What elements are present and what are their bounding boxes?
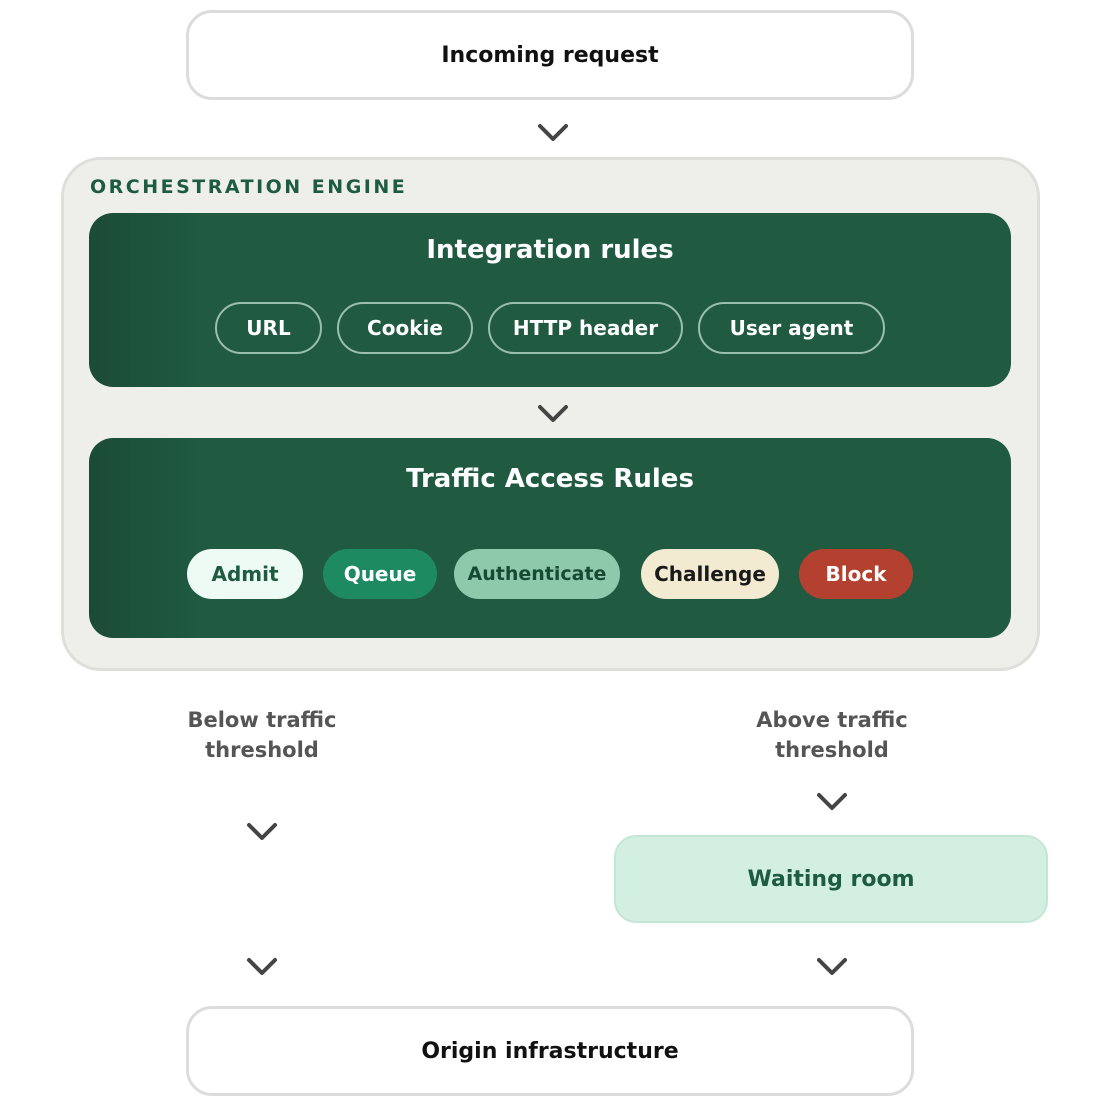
queue-action: Queue <box>323 549 437 599</box>
admit-action: Admit <box>187 549 303 599</box>
chevron-down-icon <box>816 957 848 977</box>
authenticate-action: Authenticate <box>454 549 620 599</box>
orchestration-engine-label: ORCHESTRATION ENGINE <box>90 176 408 198</box>
url-chip: URL <box>215 302 322 354</box>
below-threshold-caption: Below traffic threshold <box>187 708 337 762</box>
waiting-room-label: Waiting room <box>747 866 915 892</box>
chevron-down-icon <box>246 957 278 977</box>
cookie-chip: Cookie <box>337 302 473 354</box>
incoming-request-label: Incoming request <box>441 42 659 68</box>
user-agent-chip: User agent <box>698 302 885 354</box>
chevron-down-icon <box>537 404 569 424</box>
integration-rules-title: Integration rules <box>426 235 674 265</box>
origin-infrastructure-label: Origin infrastructure <box>421 1038 679 1064</box>
block-action: Block <box>799 549 913 599</box>
above-threshold-caption: Above traffic threshold <box>756 708 908 762</box>
traffic-access-rules-panel: Traffic Access Rules Admit Queue Authent… <box>89 438 1011 638</box>
http-header-chip: HTTP header <box>488 302 683 354</box>
integration-rules-panel: Integration rules URL Cookie HTTP header… <box>89 213 1011 387</box>
waiting-room-node: Waiting room <box>614 835 1048 923</box>
traffic-access-rules-title: Traffic Access Rules <box>406 464 694 494</box>
incoming-request-node: Incoming request <box>186 10 914 100</box>
chevron-down-icon <box>816 792 848 812</box>
chevron-down-icon <box>246 822 278 842</box>
chevron-down-icon <box>537 123 569 143</box>
origin-infrastructure-node: Origin infrastructure <box>186 1006 914 1096</box>
challenge-action: Challenge <box>641 549 779 599</box>
